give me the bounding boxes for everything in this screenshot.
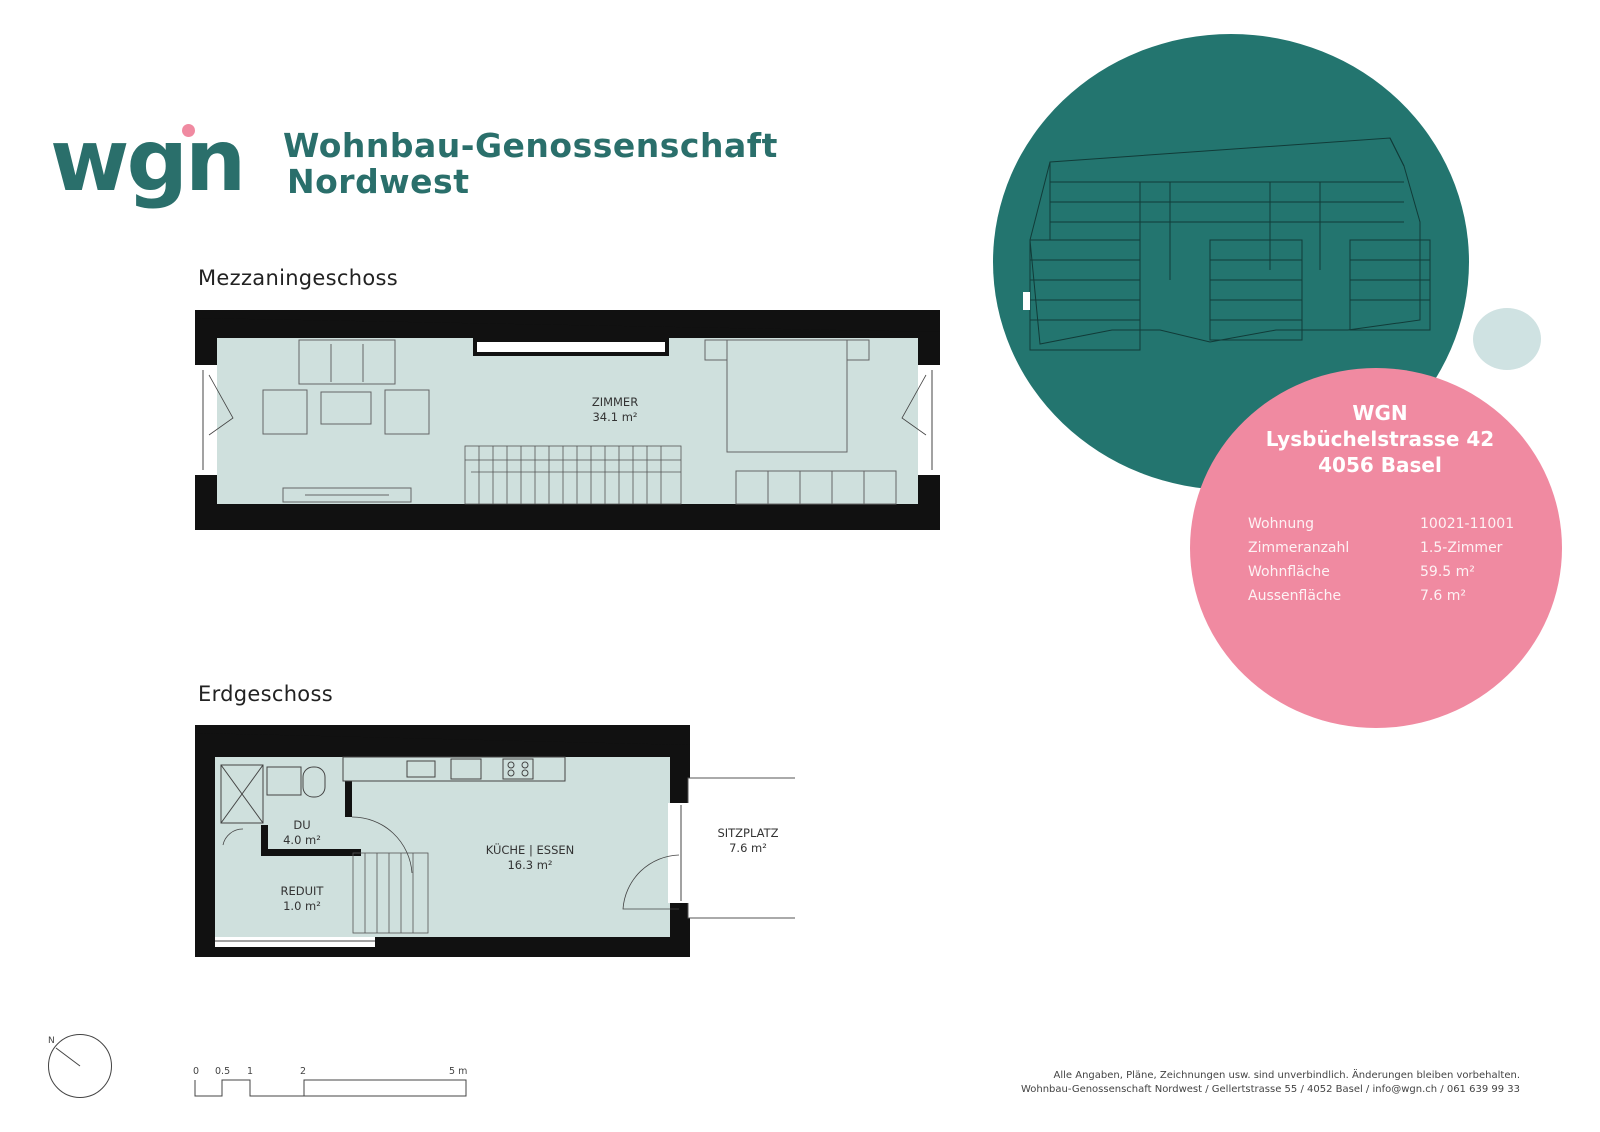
wgn-logo: wgn: [50, 111, 246, 211]
footer-disclaimer: Alle Angaben, Pläne, Zeichnungen usw. si…: [1053, 1070, 1520, 1081]
scale-label: 1: [247, 1066, 254, 1077]
org-name-line1: Wohnbau-Genossenschaft: [283, 126, 778, 165]
address-street: Lysbüchelstrasse 42: [1265, 427, 1495, 451]
ground-floor-title: Erdgeschoss: [198, 682, 333, 706]
footer-contact: Wohnbau-Genossenschaft Nordwest / Geller…: [1020, 1084, 1520, 1095]
footer: Alle Angaben, Pläne, Zeichnungen usw. si…: [880, 1069, 1520, 1097]
room-du-label: DU 4.0 m²: [262, 818, 342, 848]
address-title: WGN: [1352, 401, 1408, 425]
detail-value: 7.6 m²: [1420, 588, 1466, 604]
mezzanine-floor-plan: [195, 310, 940, 530]
scale-bar: [194, 1079, 467, 1097]
room-area: 34.1 m²: [592, 410, 638, 424]
address-block: WGN Lysbüchelstrasse 42 4056 Basel: [1240, 400, 1520, 478]
detail-row: Aussenfläche 7.6 m²: [1248, 588, 1528, 612]
room-kueche-label: KÜCHE | ESSEN 16.3 m²: [470, 843, 590, 873]
address-city: 4056 Basel: [1318, 453, 1442, 477]
room-zimmer-label: ZIMMER 34.1 m²: [555, 395, 675, 425]
scale-label: 5 m: [449, 1066, 468, 1077]
room-name: REDUIT: [280, 884, 324, 898]
logo-dot-icon: [182, 124, 195, 137]
detail-label: Zimmeranzahl: [1248, 540, 1350, 556]
mezzanine-title: Mezzaningeschoss: [198, 266, 398, 290]
ground-floor-plan: [195, 725, 795, 957]
room-area: 16.3 m²: [507, 858, 553, 872]
compass-north-label: N: [48, 1036, 55, 1046]
detail-row: Zimmeranzahl 1.5-Zimmer: [1248, 540, 1528, 564]
org-name: Wohnbau-Genossenschaft Nordwest: [283, 128, 778, 200]
room-area: 1.0 m²: [283, 899, 321, 913]
room-area: 4.0 m²: [283, 833, 321, 847]
scale-label: 2: [300, 1066, 307, 1077]
detail-label: Aussenfläche: [1248, 588, 1342, 604]
scale-label: 0: [193, 1066, 200, 1077]
room-reduit-label: REDUIT 1.0 m²: [262, 884, 342, 914]
room-name: SITZPLATZ: [717, 826, 779, 840]
apartment-details: Wohnung 10021-11001 Zimmeranzahl 1.5-Zim…: [1248, 516, 1528, 612]
detail-value: 59.5 m²: [1420, 564, 1475, 580]
room-name: DU: [293, 818, 311, 832]
org-name-line2: Nordwest: [287, 162, 470, 201]
detail-label: Wohnfläche: [1248, 564, 1330, 580]
compass-needle-icon: [55, 1047, 81, 1067]
compass-icon: [48, 1034, 112, 1098]
room-name: ZIMMER: [591, 395, 639, 409]
detail-value: 1.5-Zimmer: [1420, 540, 1503, 556]
detail-label: Wohnung: [1248, 516, 1314, 532]
detail-value: 10021-11001: [1420, 516, 1515, 532]
detail-row: Wohnfläche 59.5 m²: [1248, 564, 1528, 588]
detail-row: Wohnung 10021-11001: [1248, 516, 1528, 540]
light-blue-dot: [1473, 308, 1541, 370]
room-sitzplatz-label: SITZPLATZ 7.6 m²: [703, 826, 793, 856]
room-name: KÜCHE | ESSEN: [485, 843, 575, 857]
building-axonometric-sketch: [1023, 137, 1431, 351]
room-area: 7.6 m²: [729, 841, 767, 855]
pink-info-circle: [1190, 368, 1562, 728]
scale-label: 0.5: [215, 1066, 231, 1077]
